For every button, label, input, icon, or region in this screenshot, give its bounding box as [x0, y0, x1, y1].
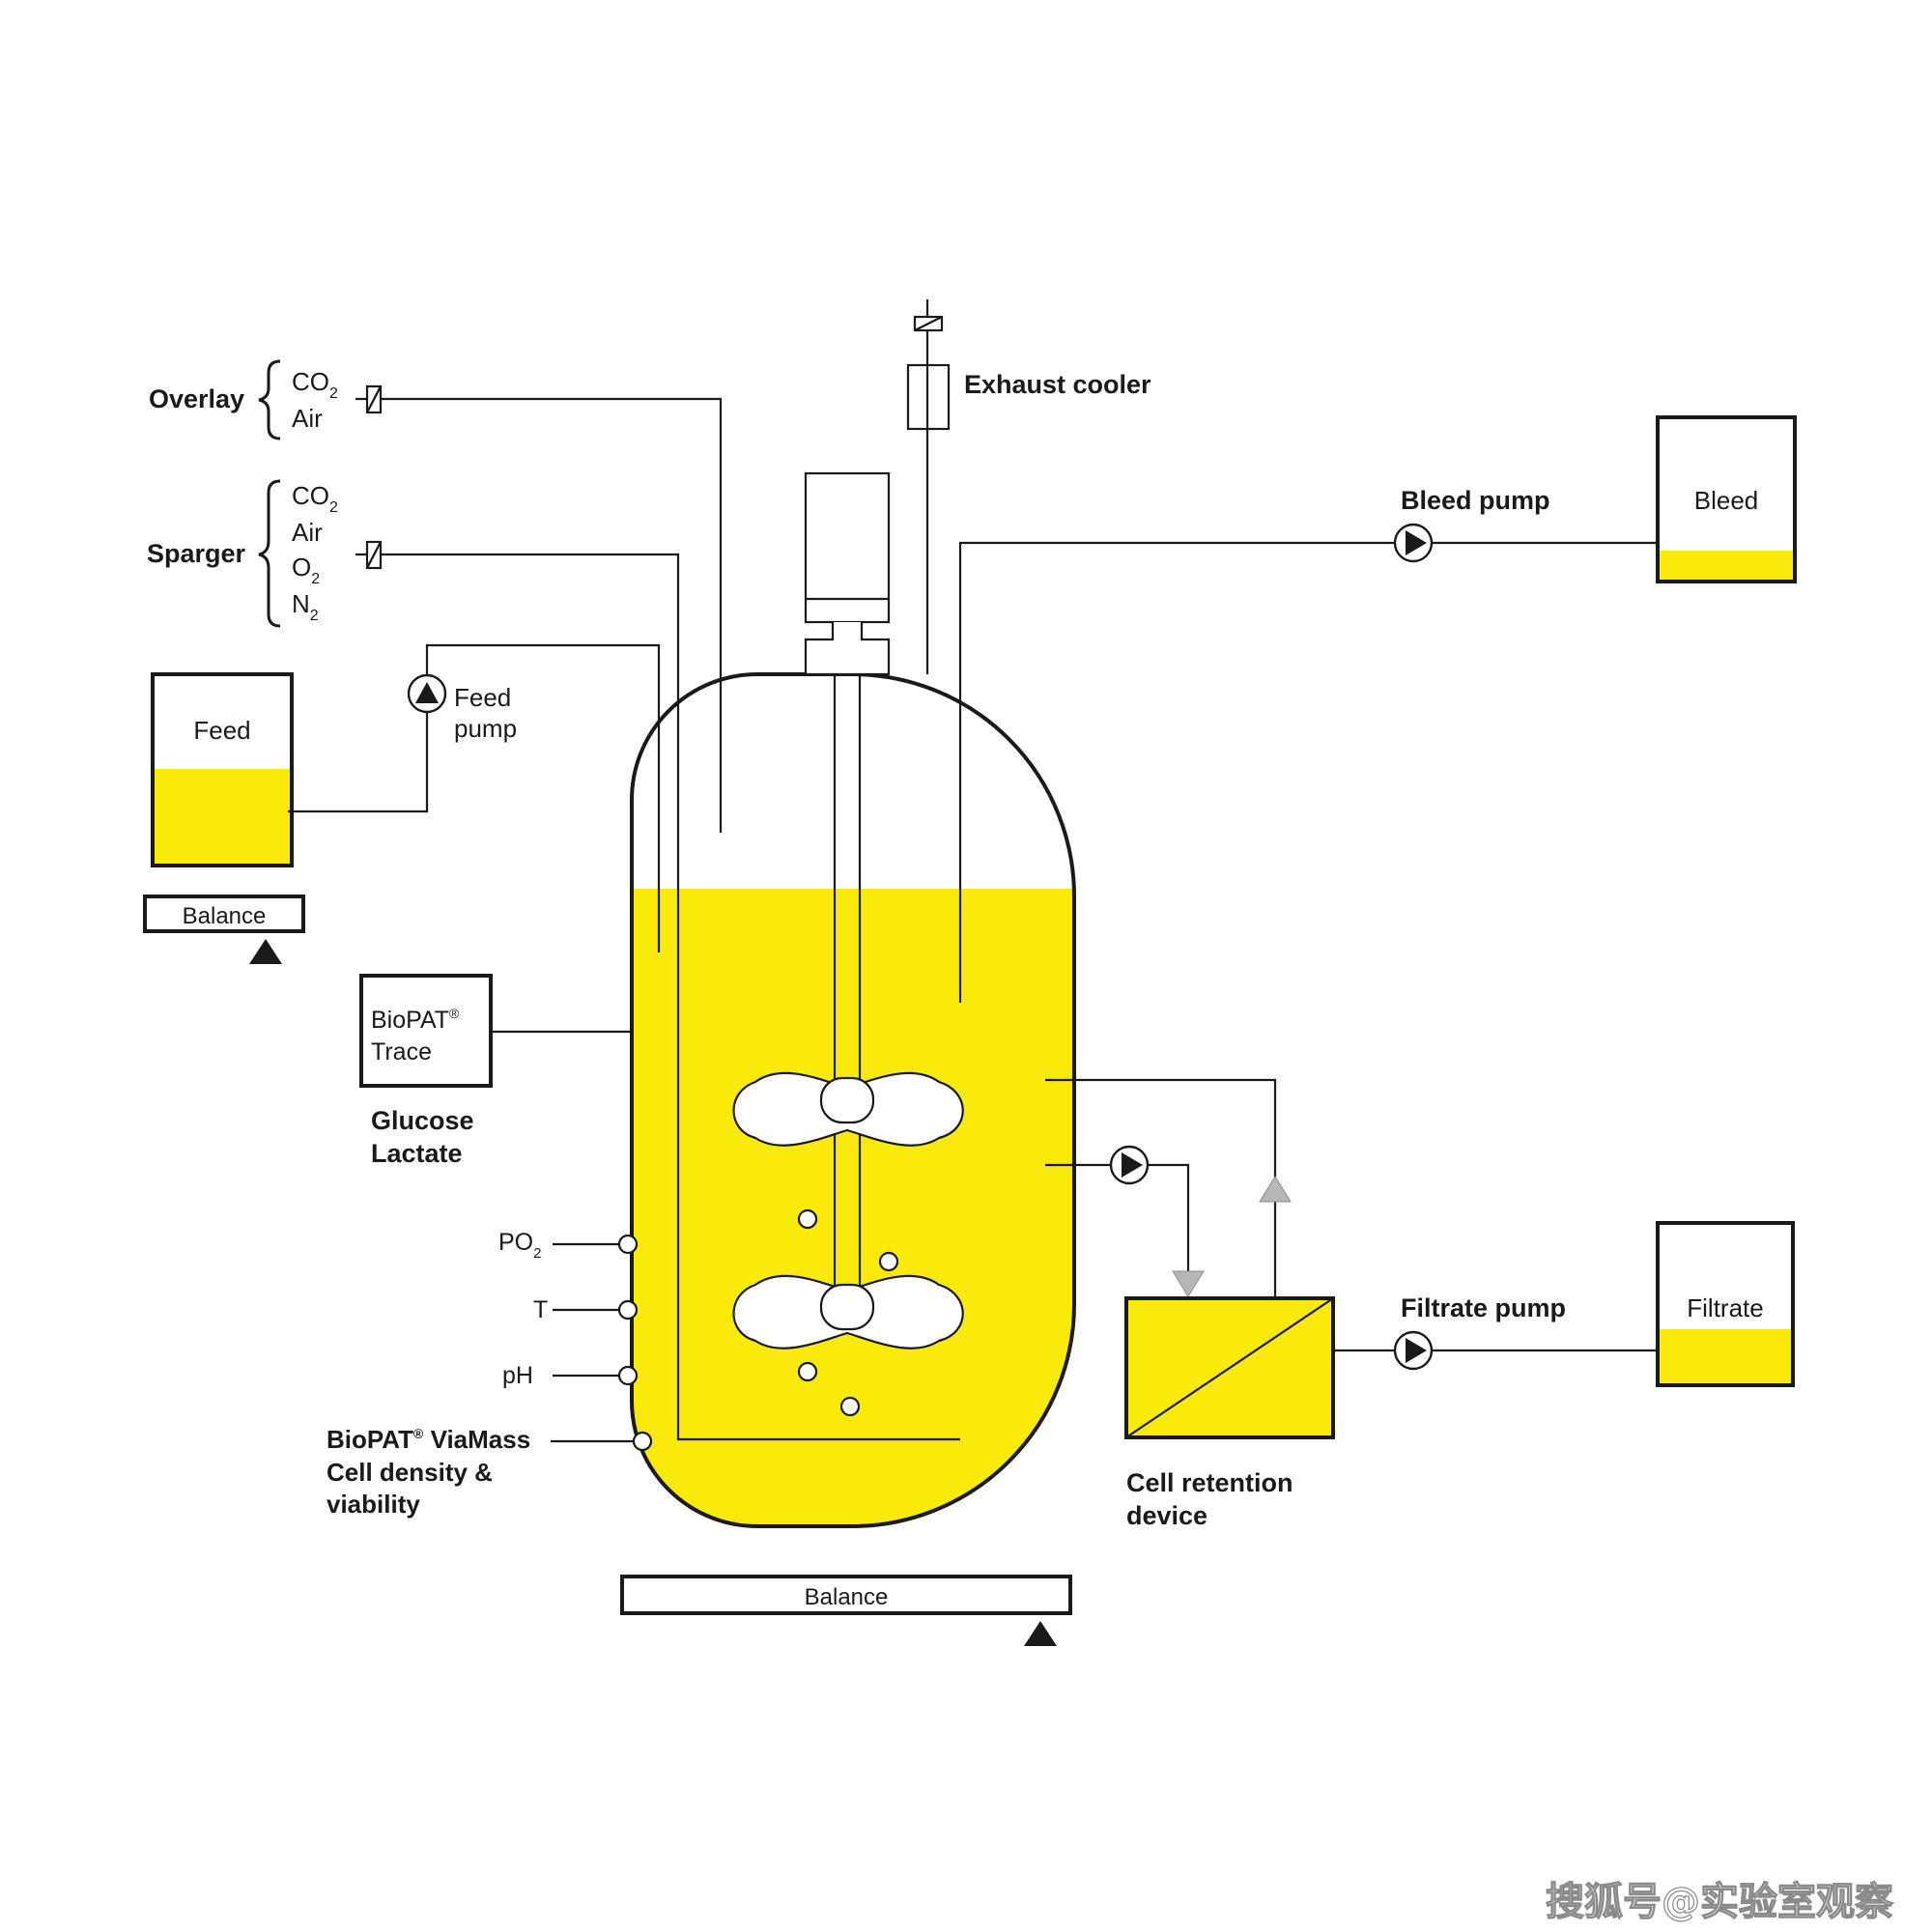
overlay-air-label: Air [292, 404, 323, 433]
po2-label: PO2 [498, 1229, 541, 1262]
t-label: T [533, 1296, 548, 1323]
filtrate-vessel [1656, 1221, 1795, 1387]
biopat-trace-label-1: BioPAT® [371, 1006, 460, 1034]
exhaust-cooler-label: Exhaust cooler [964, 370, 1151, 399]
bioreactor-vessel [630, 672, 1076, 1528]
cell-retention-label-2: device [1126, 1501, 1208, 1530]
impeller-upper [732, 1071, 964, 1147]
feed-balance-foot [249, 939, 282, 964]
cell-retention-label-1: Cell retention [1126, 1468, 1293, 1497]
viamass-label-1: BioPAT® ViaMass [327, 1425, 530, 1454]
feed-line [288, 643, 661, 952]
overlay-co2-label: CO2 [292, 367, 338, 402]
bleed-pump [1393, 523, 1434, 563]
feed-pump-label-2: pump [454, 714, 517, 743]
perfusion-outlet-line [1045, 1163, 1205, 1297]
perfusion-pump [1109, 1145, 1150, 1185]
viamass-label-3: viability [327, 1490, 420, 1519]
watermark: 搜狐号@实验室观察 [1546, 1880, 1893, 1924]
feed-balance-label: Balance [183, 903, 267, 929]
cell-retention-device [1124, 1296, 1335, 1439]
overlay-line [355, 384, 723, 833]
filtrate-pump-label: Filtrate pump [1401, 1293, 1566, 1322]
overlay-brace [258, 359, 281, 440]
po2-probe [617, 1234, 639, 1255]
ph-probe [617, 1365, 639, 1386]
gas-bubbles [797, 1208, 899, 1417]
agitator-shaft [833, 674, 862, 1294]
feed-pump [407, 673, 447, 714]
impeller-lower [732, 1274, 964, 1350]
bleed-pump-label: Bleed pump [1401, 486, 1550, 515]
biopat-trace-label-2: Trace [371, 1038, 432, 1065]
sparger-brace [258, 479, 281, 628]
overlay-label: Overlay [149, 384, 244, 413]
viamass-label-2: Cell density & [327, 1458, 493, 1487]
filtrate-pump [1393, 1330, 1434, 1371]
feed-vessel [151, 672, 294, 867]
bleed-label: Bleed [1694, 486, 1759, 515]
sparger-air-label: Air [292, 518, 323, 547]
agitator-motor [804, 471, 891, 676]
feed-balance [143, 895, 305, 933]
main-balance-label: Balance [805, 1584, 889, 1610]
bleed-vessel [1656, 415, 1797, 583]
sparger-label: Sparger [147, 539, 246, 568]
vessel-wall [630, 672, 1076, 1528]
sparger-line [355, 540, 960, 1441]
ph-label: pH [502, 1362, 533, 1389]
t-probe [617, 1299, 639, 1321]
sparger-n2-label: N2 [292, 589, 319, 624]
filtrate-label: Filtrate [1687, 1293, 1763, 1322]
glucose-label: Glucose [371, 1106, 474, 1135]
perfusion-return-line [1045, 1078, 1292, 1298]
sparger-o2-label: O2 [292, 553, 320, 587]
feed-pump-label-1: Feed [454, 683, 511, 712]
main-balance-foot [1024, 1621, 1057, 1646]
bleed-line [958, 541, 1658, 1003]
lactate-label: Lactate [371, 1139, 463, 1168]
sparger-co2-label: CO2 [292, 481, 338, 516]
culture-liquid [632, 889, 1074, 1526]
viamass-probe [632, 1431, 653, 1452]
exhaust-cooler [906, 299, 951, 674]
feed-label: Feed [193, 716, 250, 745]
main-balance [620, 1575, 1072, 1615]
